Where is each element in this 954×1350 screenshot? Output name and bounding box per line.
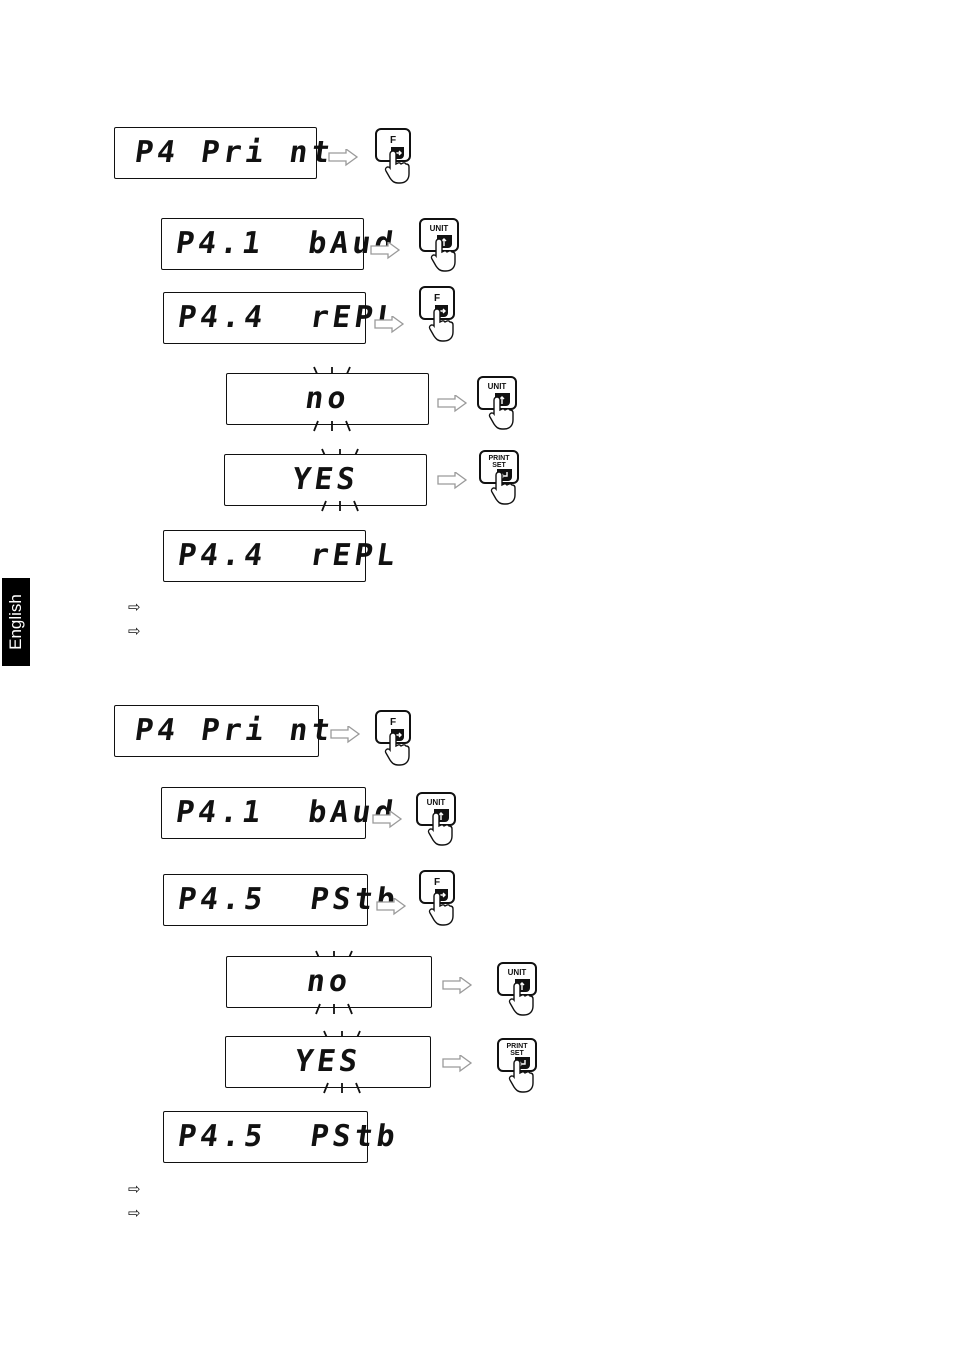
outline-arrow-right-icon — [372, 811, 402, 828]
svg-text:UNIT: UNIT — [488, 382, 507, 391]
unit-key-icon[interactable]: UNIT — [476, 376, 520, 434]
lcd-p41-baud: P4.1 bAud — [161, 787, 399, 839]
lcd-p4-print: P4 Pri nt — [114, 705, 336, 757]
lcd-yes: YES — [224, 454, 427, 506]
lcd-no: no — [226, 956, 432, 1008]
lcd-text: YES — [290, 462, 362, 497]
lcd-text: P4.5 PStb — [175, 1119, 402, 1154]
lcd-no: no — [226, 373, 429, 425]
lcd-text: P4 Pri nt — [132, 713, 337, 748]
blink-rays-icon — [313, 420, 351, 432]
f-key-icon[interactable]: F — [418, 870, 458, 930]
outline-arrow-bullet-icon: ⇨ — [128, 622, 141, 640]
lcd-text: P4.4 rEPL — [175, 538, 402, 573]
svg-text:UNIT: UNIT — [427, 798, 446, 807]
f-key-icon[interactable]: F — [374, 710, 414, 770]
svg-text:F: F — [434, 877, 440, 888]
outline-arrow-right-icon — [330, 726, 360, 743]
lcd-p44-repl: P4.4 rEPL — [163, 292, 401, 344]
outline-arrow-right-icon — [374, 316, 404, 333]
print-set-key-icon[interactable]: PRINT SET — [496, 1038, 540, 1096]
language-tab: English — [2, 578, 30, 666]
lcd-p41-baud: P4.1 bAud — [161, 218, 399, 270]
svg-text:F: F — [390, 717, 396, 728]
language-tab-label: English — [6, 594, 26, 650]
outline-arrow-bullet-icon: ⇨ — [128, 598, 141, 616]
svg-text:PRINT: PRINT — [507, 1043, 529, 1050]
unit-key-icon[interactable]: UNIT — [418, 218, 462, 276]
blink-rays-icon — [323, 1082, 361, 1094]
unit-key-icon[interactable]: UNIT — [496, 962, 540, 1020]
svg-text:SET: SET — [510, 1050, 524, 1057]
print-set-key-icon[interactable]: PRINT SET — [478, 450, 522, 508]
lcd-p45-pstb-result: P4.5 PStb — [163, 1111, 401, 1163]
f-key-icon[interactable]: F — [418, 286, 458, 346]
svg-text:UNIT: UNIT — [508, 968, 527, 977]
outline-arrow-right-icon — [437, 395, 467, 412]
lcd-text: P4 Pri nt — [132, 135, 337, 170]
svg-text:F: F — [434, 293, 440, 304]
outline-arrow-right-icon — [370, 242, 400, 259]
lcd-text: P4.5 PStb — [175, 882, 402, 917]
lcd-text: P4.1 bAud — [173, 795, 400, 830]
outline-arrow-right-icon — [442, 977, 472, 994]
lcd-text: no — [304, 964, 354, 999]
blink-rays-icon — [321, 500, 359, 512]
lcd-p45-pstb: P4.5 PStb — [163, 874, 401, 926]
lcd-p4-print: P4 Pri nt — [114, 127, 336, 179]
lcd-text: P4.1 bAud — [173, 226, 400, 261]
outline-arrow-right-icon — [442, 1055, 472, 1072]
lcd-p44-repl-result: P4.4 rEPL — [163, 530, 401, 582]
lcd-text: YES — [292, 1044, 364, 1079]
blink-rays-icon — [315, 1003, 353, 1015]
svg-text:SET: SET — [492, 462, 506, 469]
svg-text:PRINT: PRINT — [489, 455, 511, 462]
lcd-text: no — [303, 381, 353, 416]
svg-text:F: F — [390, 135, 396, 146]
outline-arrow-right-icon — [328, 149, 358, 166]
outline-arrow-right-icon — [437, 472, 467, 489]
f-key-icon[interactable]: F — [374, 128, 414, 188]
svg-text:UNIT: UNIT — [430, 224, 449, 233]
unit-key-icon[interactable]: UNIT — [415, 792, 459, 850]
lcd-yes: YES — [225, 1036, 431, 1088]
outline-arrow-bullet-icon: ⇨ — [128, 1204, 141, 1222]
lcd-text: P4.4 rEPL — [175, 300, 402, 335]
outline-arrow-bullet-icon: ⇨ — [128, 1180, 141, 1198]
outline-arrow-right-icon — [376, 898, 406, 915]
